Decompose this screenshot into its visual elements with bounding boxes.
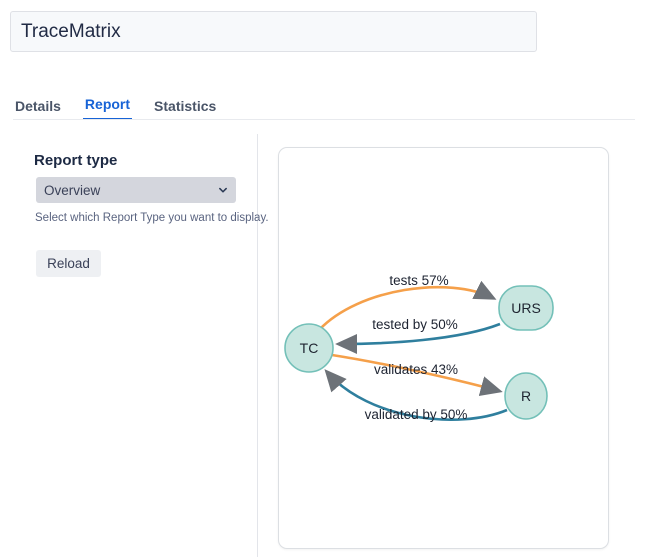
edge-label-validated-by: validated by 50% (365, 407, 468, 422)
report-type-help-text: Select which Report Type you want to dis… (35, 212, 269, 224)
tab-details[interactable]: Details (15, 98, 61, 114)
graph-node-r-label: R (521, 388, 531, 404)
graph-node-tc[interactable]: TC (284, 323, 334, 373)
report-type-heading: Report type (34, 152, 118, 169)
edge-validates (331, 353, 503, 396)
edge-tests (318, 280, 497, 331)
tab-statistics[interactable]: Statistics (154, 98, 217, 114)
graph-node-r[interactable]: R (504, 372, 548, 420)
title-input[interactable] (10, 11, 537, 52)
edge-tested-by (335, 322, 501, 355)
report-type-select-wrapper: Overview (36, 177, 236, 203)
edge-label-validates: validates 43% (374, 362, 458, 377)
tab-report[interactable]: Report (82, 97, 133, 120)
tab-bar-divider (13, 119, 635, 120)
report-type-select[interactable]: Overview (36, 177, 236, 203)
report-canvas-card: TC URS R tests 57% tested by 50% validat… (278, 147, 609, 549)
graph-node-tc-label: TC (300, 340, 319, 356)
edge-label-tests: tests 57% (389, 273, 448, 288)
graph-node-urs-label: URS (511, 300, 541, 316)
report-controls-panel: Report type Overview Select which Report… (0, 134, 269, 557)
edge-label-tested-by: tested by 50% (372, 317, 458, 332)
graph-node-urs[interactable]: URS (498, 285, 554, 331)
title-field-wrapper (10, 11, 537, 52)
tab-bar: Details Report Statistics (13, 93, 218, 120)
edge-validated-by (324, 369, 508, 422)
chevron-down-icon (218, 185, 228, 195)
reload-button[interactable]: Reload (36, 250, 101, 277)
trace-matrix-graph: TC URS R tests 57% tested by 50% validat… (284, 273, 554, 422)
report-type-select-value: Overview (44, 182, 101, 198)
